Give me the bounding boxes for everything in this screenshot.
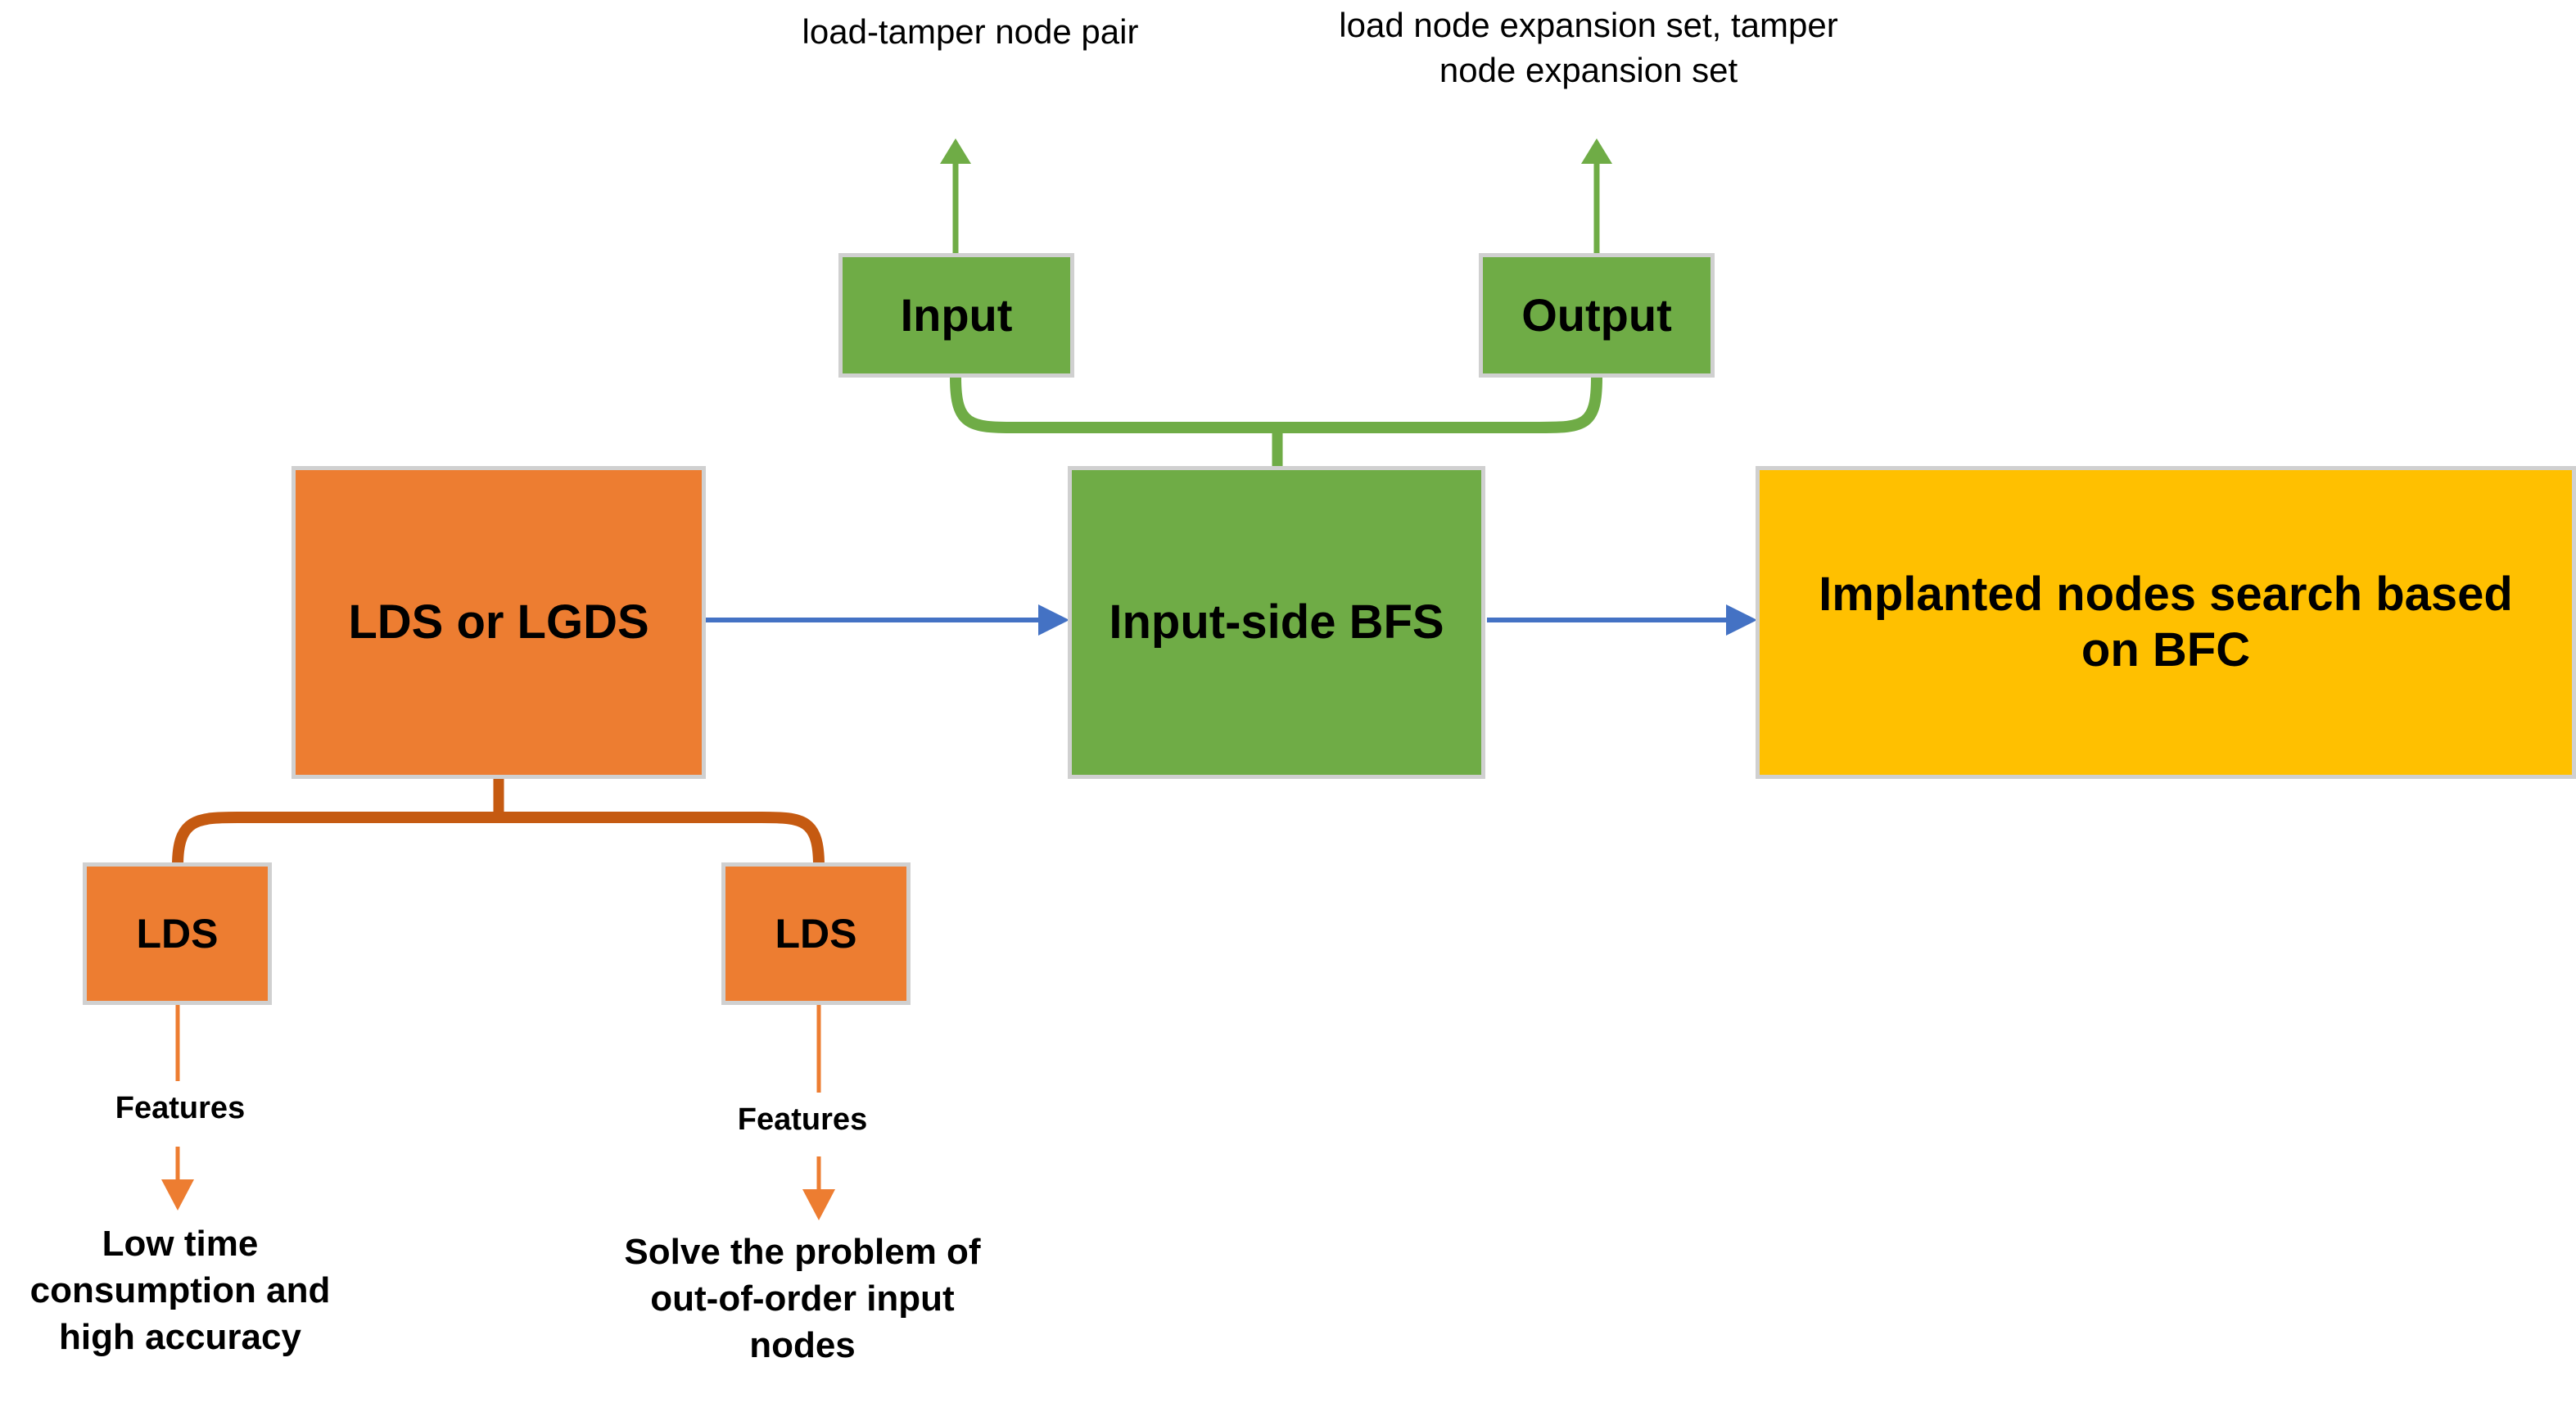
green-arrow-output-to-caption xyxy=(1581,138,1612,253)
node-input-label: Input xyxy=(900,288,1013,341)
caption-load-tamper-node-pair: load-tamper node pair xyxy=(802,12,1139,51)
outcome-left-low-time: Low time consumption and high accuracy xyxy=(0,1220,360,1361)
caption-expansion-line-2: node expansion set xyxy=(1439,50,1738,89)
node-implanted-nodes-search-label: Implanted nodes search based on BFC xyxy=(1760,567,2572,679)
caption-expansion-sets: load node expansion set, tamper node exp… xyxy=(1245,3,1932,93)
outcome-right-line-1: Solve the problem of xyxy=(624,1232,981,1272)
node-output-label: Output xyxy=(1521,288,1672,341)
node-output[interactable]: Output xyxy=(1479,253,1715,378)
orange-arrow-lds-right-to-outcome xyxy=(802,1005,835,1220)
orange-bracket-ldslgds-to-lds-pair xyxy=(172,777,825,867)
blue-arrow-ldslgds-to-bfs xyxy=(706,604,1069,636)
outcome-right-out-of-order: Solve the problem of out-of-order input … xyxy=(606,1229,999,1369)
outcome-left-line-1: Low time xyxy=(102,1224,259,1264)
node-input-side-bfs-label: Input-side BFS xyxy=(1109,595,1444,649)
outcome-left-line-3: high accuracy xyxy=(59,1317,301,1358)
implanted-line-2: on BFC xyxy=(2081,623,2251,677)
node-implanted-nodes-search[interactable]: Implanted nodes search based on BFC xyxy=(1756,466,2576,779)
green-arrow-input-to-caption xyxy=(940,138,971,253)
edge-label-features-left: Features xyxy=(115,1091,246,1125)
node-lds-or-lgds[interactable]: LDS or LGDS xyxy=(291,466,706,779)
outcome-right-line-3: nodes xyxy=(749,1325,856,1366)
node-input-side-bfs[interactable]: Input-side BFS xyxy=(1068,466,1485,779)
node-lds-left[interactable]: LDS xyxy=(83,862,272,1005)
node-lds-right-label: LDS xyxy=(775,910,857,957)
outcome-left-line-2: consumption and xyxy=(29,1270,331,1311)
outcome-right-line-2: out-of-order input xyxy=(650,1278,955,1319)
edge-label-features-right: Features xyxy=(737,1102,868,1137)
node-lds-or-lgds-label: LDS or LGDS xyxy=(348,595,649,649)
green-bracket-input-output-to-bfs xyxy=(950,377,1602,471)
implanted-line-1: Implanted nodes search based xyxy=(1819,567,2513,621)
node-lds-right[interactable]: LDS xyxy=(721,862,911,1005)
node-input[interactable]: Input xyxy=(838,253,1074,378)
orange-arrow-lds-left-to-outcome xyxy=(161,1005,194,1211)
caption-expansion-line-1: load node expansion set, tamper xyxy=(1339,6,1838,44)
blue-arrow-bfs-to-implanted xyxy=(1487,604,1757,636)
node-lds-left-label: LDS xyxy=(136,910,219,957)
